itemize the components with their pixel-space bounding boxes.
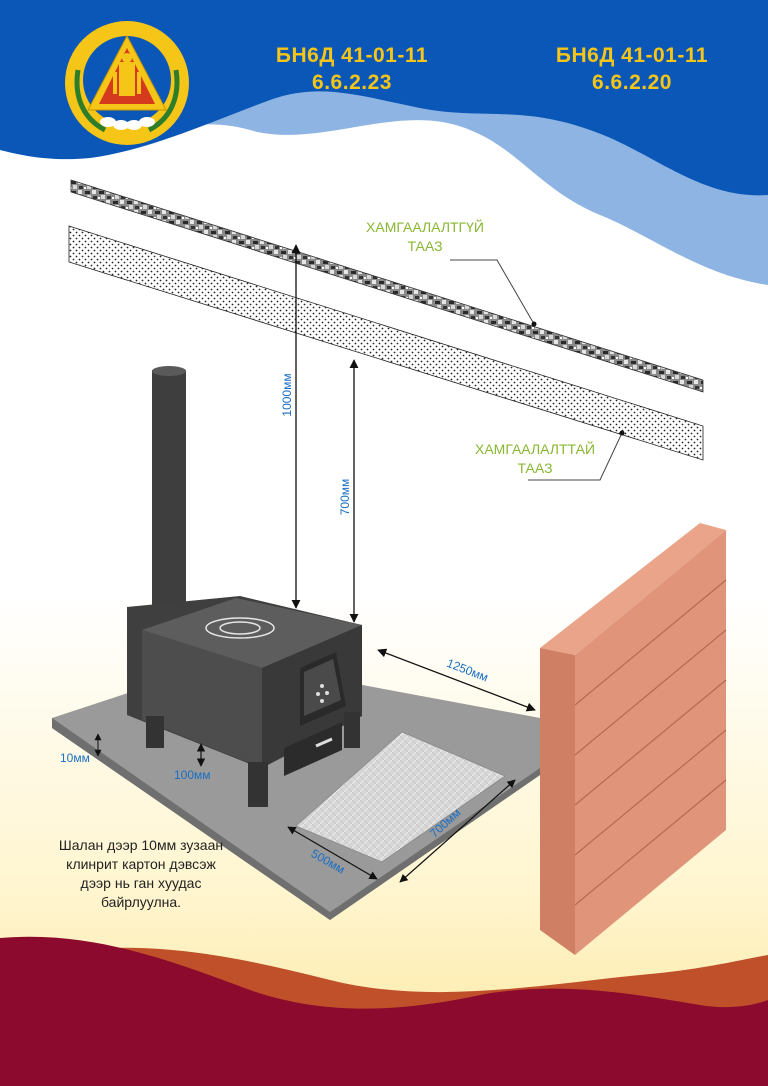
installation-note: Шалан дээр 10мм зузаан клинрит картон дэ…	[28, 836, 254, 912]
dim-label-700-vertical: 700мм	[338, 479, 352, 516]
emblem-logo	[65, 21, 189, 145]
label-unprotected-line2: ТААЗ	[407, 238, 442, 254]
note-line-2: клинрит картон дэвсэж	[66, 856, 216, 872]
dim-label-100: 100мм	[174, 768, 211, 782]
standard-code-right: БН6Д 41-01-11 6.6.2.20	[512, 42, 752, 96]
leader-protected	[528, 432, 623, 481]
leader-dot-protected	[619, 430, 625, 436]
standard-code-left-line1: БН6Д 41-01-11	[275, 44, 429, 67]
unprotected-ceiling-band	[70, 179, 704, 393]
dim-line-500	[287, 826, 378, 880]
leader-dot-unprotected	[531, 321, 537, 327]
footer-wave-maroon	[0, 936, 768, 1086]
dim-line-700-mat	[399, 779, 516, 883]
brick-wall-top	[540, 523, 726, 655]
protected-ceiling-band	[68, 225, 704, 461]
dim-label-10: 10мм	[60, 751, 90, 765]
brick-wall-front	[540, 648, 575, 955]
note-line-3: дээр нь ган хуудас	[80, 875, 202, 891]
label-protected-line2: ТААЗ	[517, 460, 552, 476]
note-line-4: байрлуулна.	[100, 894, 182, 910]
standard-code-right-line1: БН6Д 41-01-11	[555, 44, 709, 67]
label-unprotected-line1: ХАМГААЛАЛТГҮЙ	[366, 218, 484, 235]
standard-code-right-line2: 6.6.2.20	[592, 71, 672, 94]
leader-unprotected	[450, 259, 535, 325]
stove	[127, 366, 362, 807]
dim-label-1000: 1000мм	[280, 373, 294, 416]
standard-code-left: БН6Д 41-01-11 6.6.2.23	[232, 42, 472, 96]
header-wave-dark	[0, 0, 768, 196]
standard-code-left-line2: 6.6.2.23	[312, 71, 392, 94]
label-protected-line1: ХАМГААЛАЛТТАЙ	[475, 440, 595, 457]
dim-line-1250	[377, 648, 536, 712]
brick-wall-lines	[574, 579, 727, 906]
note-line-1: Шалан дээр 10мм зузаан	[58, 837, 224, 853]
